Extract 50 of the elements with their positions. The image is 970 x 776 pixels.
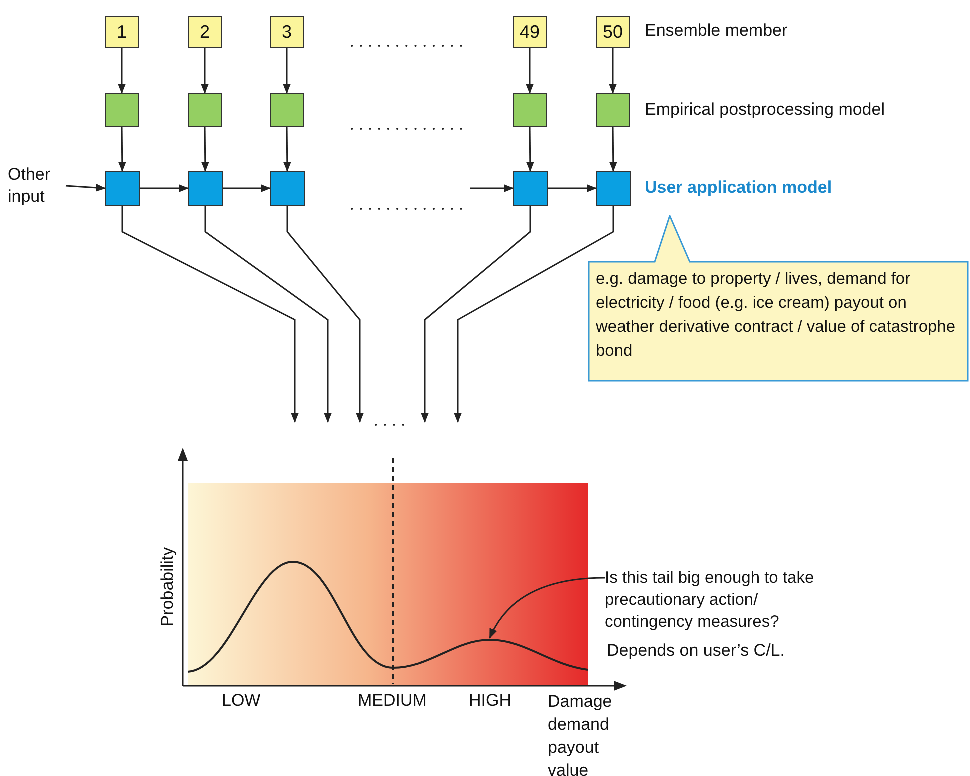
postprocessing-box [513,93,547,127]
arrow [140,184,189,192]
postprocessing-box [270,93,304,127]
ensemble-member-box: 3 [270,16,304,48]
postprocessing-box [188,93,222,127]
axis-label: Probability [157,546,178,629]
application-model-box [270,171,305,206]
ensemble-member-box: 49 [513,16,547,48]
arrow [122,206,299,423]
input-label: Other input [8,164,66,208]
arrow [286,206,364,423]
arrow [470,184,514,192]
postprocessing-box [105,93,139,127]
row-label: Ensemble member [645,20,789,42]
leader-line [489,577,606,639]
arrow [223,184,271,192]
distribution-tail-curve [393,638,589,674]
arrow [283,48,291,94]
ensemble-member-box: 1 [105,16,139,48]
arrow [421,206,532,423]
axis-tick-label: HIGH [469,690,512,712]
ensemble-member-box: 2 [188,16,222,48]
arrow [609,127,618,172]
arrow [204,206,332,423]
postprocessing-box [596,93,630,127]
arrow [283,127,292,172]
arrow [201,127,210,172]
annotation-text: Is this tail big enough to take precautionary action/ contingency measures? [605,567,850,633]
callout-bubble [588,215,970,382]
annotation-text: Depends on user’s C/L. [607,640,786,662]
application-model-box [596,171,631,206]
arrow [548,184,597,192]
arrow [526,127,534,172]
application-model-box [105,171,140,206]
callout-text: e.g. damage to property / lives, demand for electricity / food (e.g. ice cream) payout on weather derivative contract / value of catastrophe bond [596,269,957,362]
arrow [454,206,614,423]
arrow [66,184,106,192]
arrow [609,48,617,94]
row-label: Empirical postprocessing model [645,99,886,121]
ensemble-member-box: 50 [596,16,630,48]
row-label: User application model [645,177,834,199]
axis-tick-label: MEDIUM [358,690,428,712]
arrow [201,48,209,94]
arrow [118,127,126,172]
arrow [118,48,126,94]
axis-tick-label: LOW [222,690,262,712]
axis-label: Damage demand payout value [548,691,614,776]
arrow [526,48,534,94]
application-model-box [188,171,223,206]
application-model-box [513,171,548,206]
